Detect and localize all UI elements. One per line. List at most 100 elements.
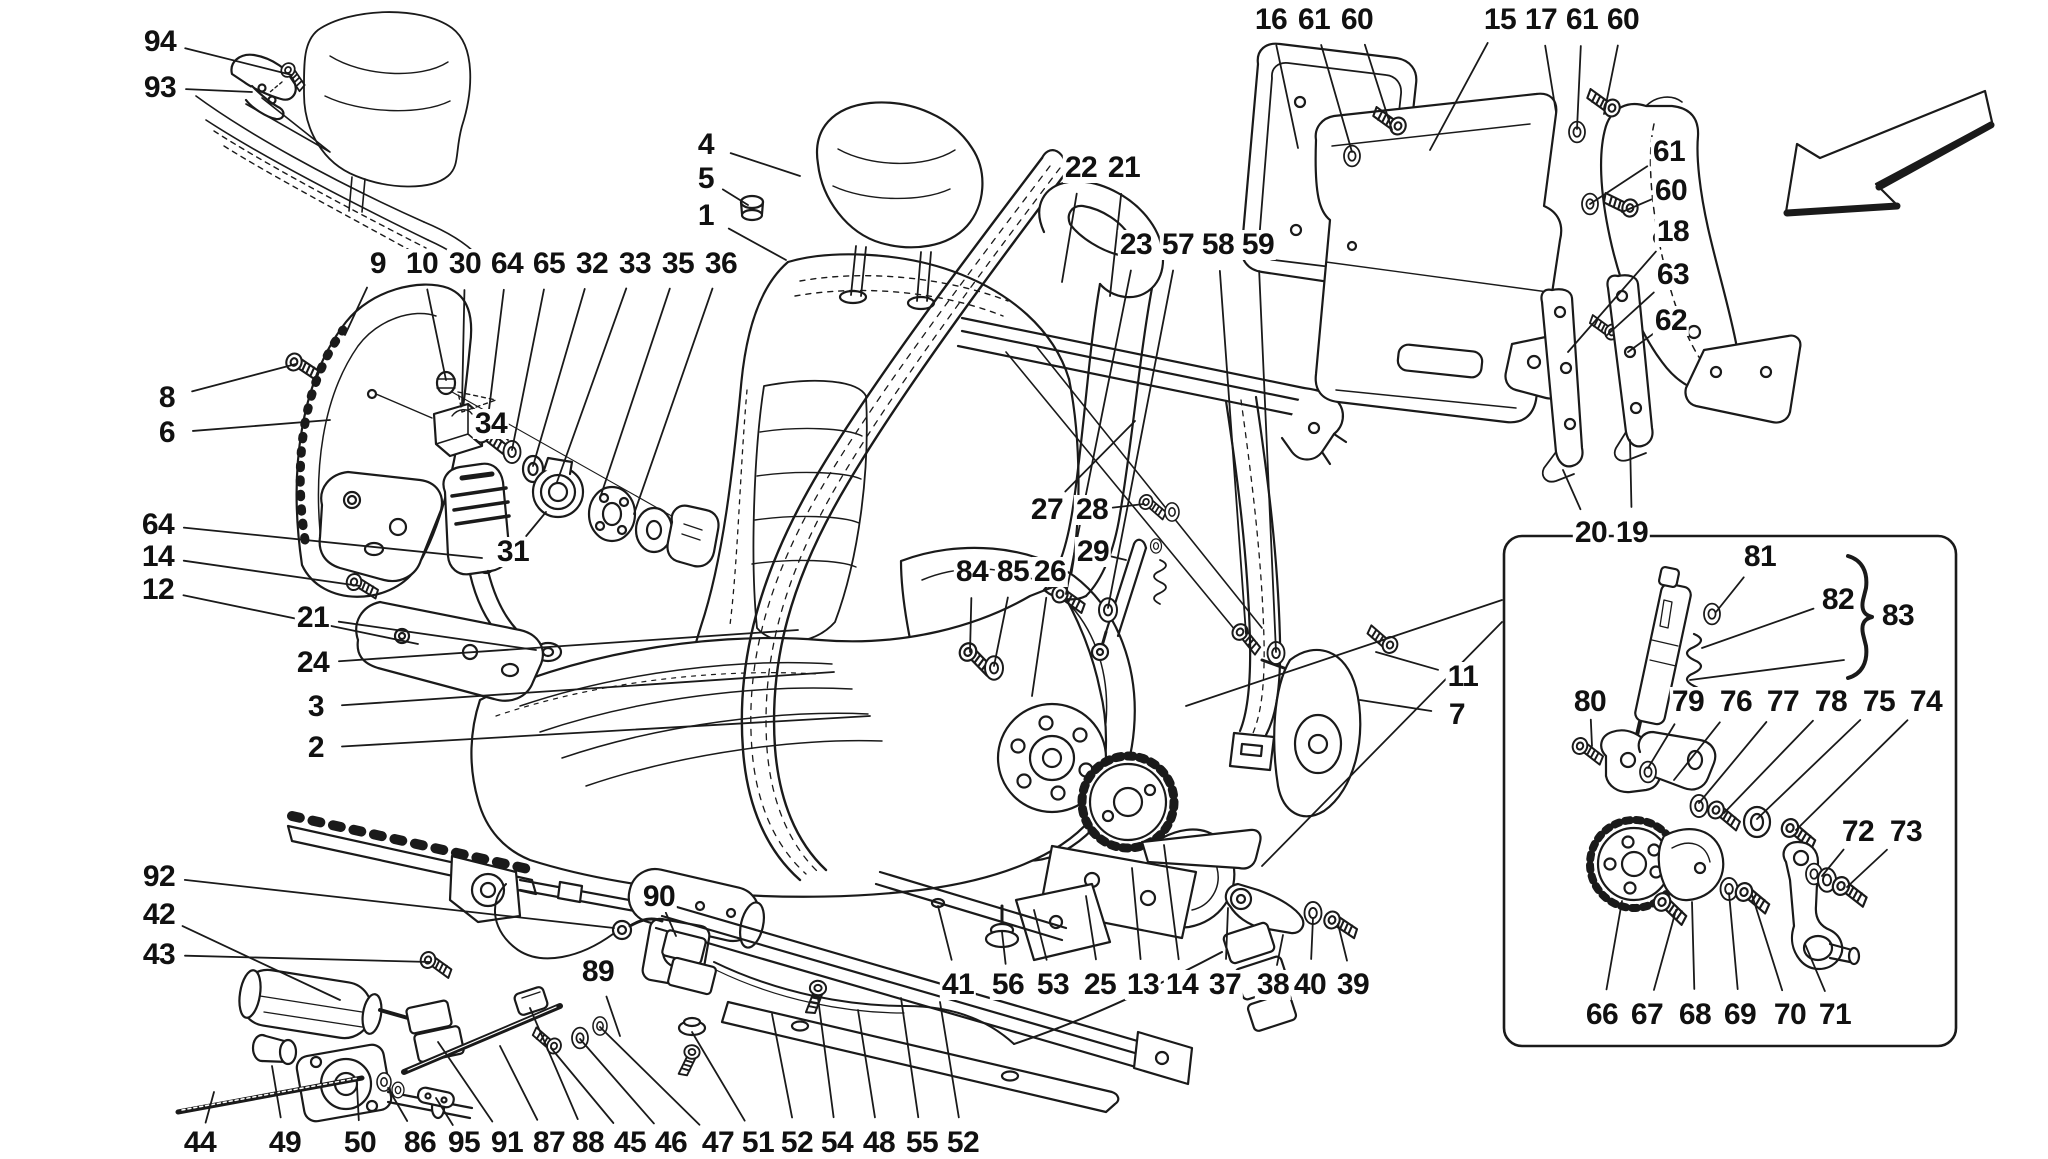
part-label-87: 87 — [530, 1126, 568, 1159]
part-label-14: 14 — [1163, 968, 1201, 1001]
part-label-61: 61 — [1650, 135, 1688, 168]
part-label-93: 93 — [141, 71, 179, 104]
part-label-60: 60 — [1338, 3, 1376, 36]
detail-inset-box — [1502, 534, 1958, 1048]
part-label-69: 69 — [1721, 998, 1759, 1031]
part-label-45: 45 — [611, 1126, 649, 1159]
part-label-31: 31 — [494, 535, 532, 568]
part-label-91: 91 — [488, 1126, 526, 1159]
part-label-75: 75 — [1860, 685, 1898, 718]
part-label-62: 62 — [1652, 304, 1690, 337]
part-label-48: 48 — [860, 1126, 898, 1159]
part-label-3: 3 — [305, 690, 327, 723]
part-label-92: 92 — [140, 860, 178, 893]
part-label-76: 76 — [1717, 685, 1755, 718]
part-label-80: 80 — [1571, 685, 1609, 718]
part-label-70: 70 — [1771, 998, 1809, 1031]
recliner-hub-row — [343, 370, 720, 600]
part-label-29: 29 — [1074, 535, 1112, 568]
part-label-27: 27 — [1028, 493, 1066, 526]
part-label-13: 13 — [1124, 968, 1162, 1001]
part-label-52: 52 — [944, 1126, 982, 1159]
part-label-63: 63 — [1654, 258, 1692, 291]
part-label-42: 42 — [140, 898, 178, 931]
part-label-6: 6 — [156, 416, 178, 449]
part-label-81: 81 — [1741, 540, 1779, 573]
part-label-40: 40 — [1291, 968, 1329, 1001]
part-label-18: 18 — [1654, 215, 1692, 248]
part-label-33: 33 — [616, 247, 654, 280]
part-label-4: 4 — [695, 128, 717, 161]
part-label-16: 16 — [1252, 3, 1290, 36]
part-label-25: 25 — [1081, 968, 1119, 1001]
part-label-82: 82 — [1819, 583, 1857, 616]
part-label-38: 38 — [1254, 968, 1292, 1001]
part-label-30: 30 — [446, 247, 484, 280]
ghost-seat-top — [195, 11, 479, 271]
seat-headrest — [739, 101, 984, 311]
part-label-44: 44 — [181, 1126, 219, 1159]
part-label-10: 10 — [403, 247, 441, 280]
part-label-2: 2 — [305, 731, 327, 764]
part-label-28: 28 — [1073, 493, 1111, 526]
part-label-39: 39 — [1334, 968, 1372, 1001]
recliner-disc-cluster — [954, 582, 1361, 962]
part-label-21: 21 — [294, 601, 332, 634]
part-label-58: 58 — [1199, 228, 1237, 261]
part-label-60: 60 — [1652, 174, 1690, 207]
part-label-12: 12 — [139, 573, 177, 606]
part-label-57: 57 — [1159, 228, 1197, 261]
part-label-64: 64 — [139, 508, 177, 541]
part-label-73: 73 — [1887, 815, 1925, 848]
part-label-5: 5 — [695, 162, 717, 195]
part-label-71: 71 — [1816, 998, 1854, 1031]
seat-belt-webbing — [740, 149, 1070, 882]
part-label-66: 66 — [1583, 998, 1621, 1031]
part-label-68: 68 — [1676, 998, 1714, 1031]
part-label-95: 95 — [445, 1126, 483, 1159]
part-label-15: 15 — [1481, 3, 1519, 36]
part-label-84: 84 — [953, 555, 991, 588]
part-label-59: 59 — [1239, 228, 1277, 261]
part-label-7: 7 — [1446, 698, 1468, 731]
part-label-74: 74 — [1907, 685, 1945, 718]
part-label-79: 79 — [1669, 685, 1707, 718]
part-label-46: 46 — [652, 1126, 690, 1159]
direction-arrow-icon — [1783, 89, 1995, 217]
part-label-1: 1 — [695, 199, 717, 232]
part-label-47: 47 — [699, 1126, 737, 1159]
part-label-35: 35 — [659, 247, 697, 280]
part-label-26: 26 — [1031, 555, 1069, 588]
part-label-34: 34 — [472, 407, 510, 440]
part-label-11: 11 — [1445, 660, 1481, 693]
part-label-49: 49 — [266, 1126, 304, 1159]
part-label-55: 55 — [903, 1126, 941, 1159]
part-label-89: 89 — [579, 955, 617, 988]
part-label-61: 61 — [1563, 3, 1601, 36]
part-label-85: 85 — [994, 555, 1032, 588]
part-label-94: 94 — [141, 25, 179, 58]
part-label-21: 21 — [1105, 151, 1143, 184]
part-label-86: 86 — [401, 1126, 439, 1159]
part-label-90: 90 — [640, 880, 678, 913]
part-label-78: 78 — [1812, 685, 1850, 718]
part-label-64: 64 — [488, 247, 526, 280]
belt-retractor-cover — [1260, 624, 1402, 818]
part-label-9: 9 — [367, 247, 389, 280]
part-label-83: 83 — [1879, 599, 1917, 632]
part-label-20: 20 — [1572, 516, 1610, 549]
part-label-88: 88 — [569, 1126, 607, 1159]
brace-83 — [1846, 554, 1874, 680]
part-label-65: 65 — [530, 247, 568, 280]
part-label-17: 17 — [1522, 3, 1560, 36]
part-label-54: 54 — [818, 1126, 856, 1159]
part-label-32: 32 — [573, 247, 611, 280]
part-label-23: 23 — [1117, 228, 1155, 261]
mounting-plates — [318, 470, 544, 702]
part-label-52: 52 — [778, 1126, 816, 1159]
part-label-43: 43 — [140, 938, 178, 971]
part-label-19: 19 — [1613, 516, 1651, 549]
part-label-67: 67 — [1628, 998, 1666, 1031]
part-label-8: 8 — [156, 381, 178, 414]
